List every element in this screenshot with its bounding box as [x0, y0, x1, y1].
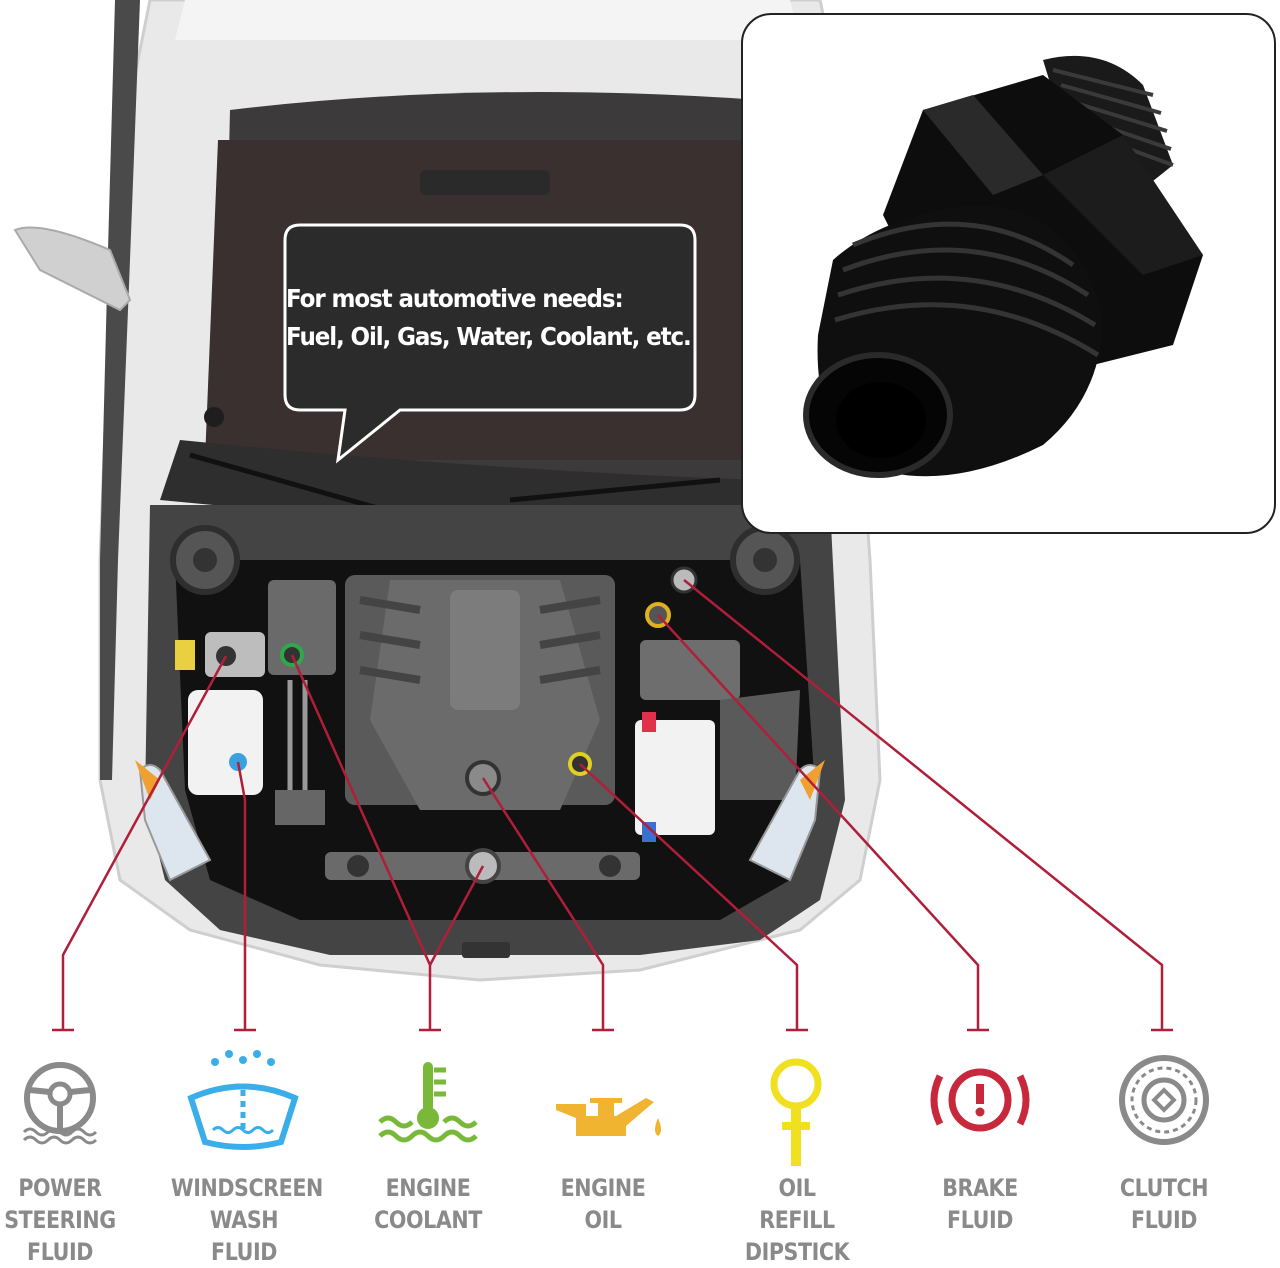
- clutch-disc-icon: [1119, 1055, 1209, 1145]
- fitting-photo-inset: [741, 13, 1276, 534]
- thermometer-icon: [378, 1062, 478, 1143]
- steering-wheel-icon: [22, 1062, 98, 1145]
- label-oil-refill-dipstick: OIL REFILL DIPSTICK: [744, 1174, 850, 1266]
- oil-can-icon: [556, 1098, 661, 1136]
- callout-text: For most automotive needs: Fuel, Oil, Ga…: [286, 280, 692, 356]
- label-power-steering-fluid: POWER STEERING FLUID: [4, 1174, 116, 1266]
- fitting-icon: [803, 55, 1203, 478]
- dipstick-icon: [770, 1058, 822, 1166]
- callout-bubble: [283, 223, 697, 464]
- washer-icon: [187, 1050, 299, 1150]
- label-clutch-fluid: CLUTCH FLUID: [1119, 1174, 1209, 1234]
- leader-lines: [52, 579, 1173, 1032]
- label-brake-fluid: BRAKE FLUID: [942, 1174, 1018, 1234]
- label-windscreen-wash-fluid: WINDSCREEN WASH FLUID: [170, 1174, 323, 1266]
- callout-line-1: For most automotive needs:: [286, 284, 624, 313]
- label-engine-coolant: ENGINE COOLANT: [374, 1174, 482, 1234]
- brake-warning-icon: [930, 1068, 1030, 1132]
- label-engine-oil: ENGINE OIL: [560, 1174, 646, 1234]
- callout-line-2: Fuel, Oil, Gas, Water, Coolant, etc.: [286, 322, 692, 351]
